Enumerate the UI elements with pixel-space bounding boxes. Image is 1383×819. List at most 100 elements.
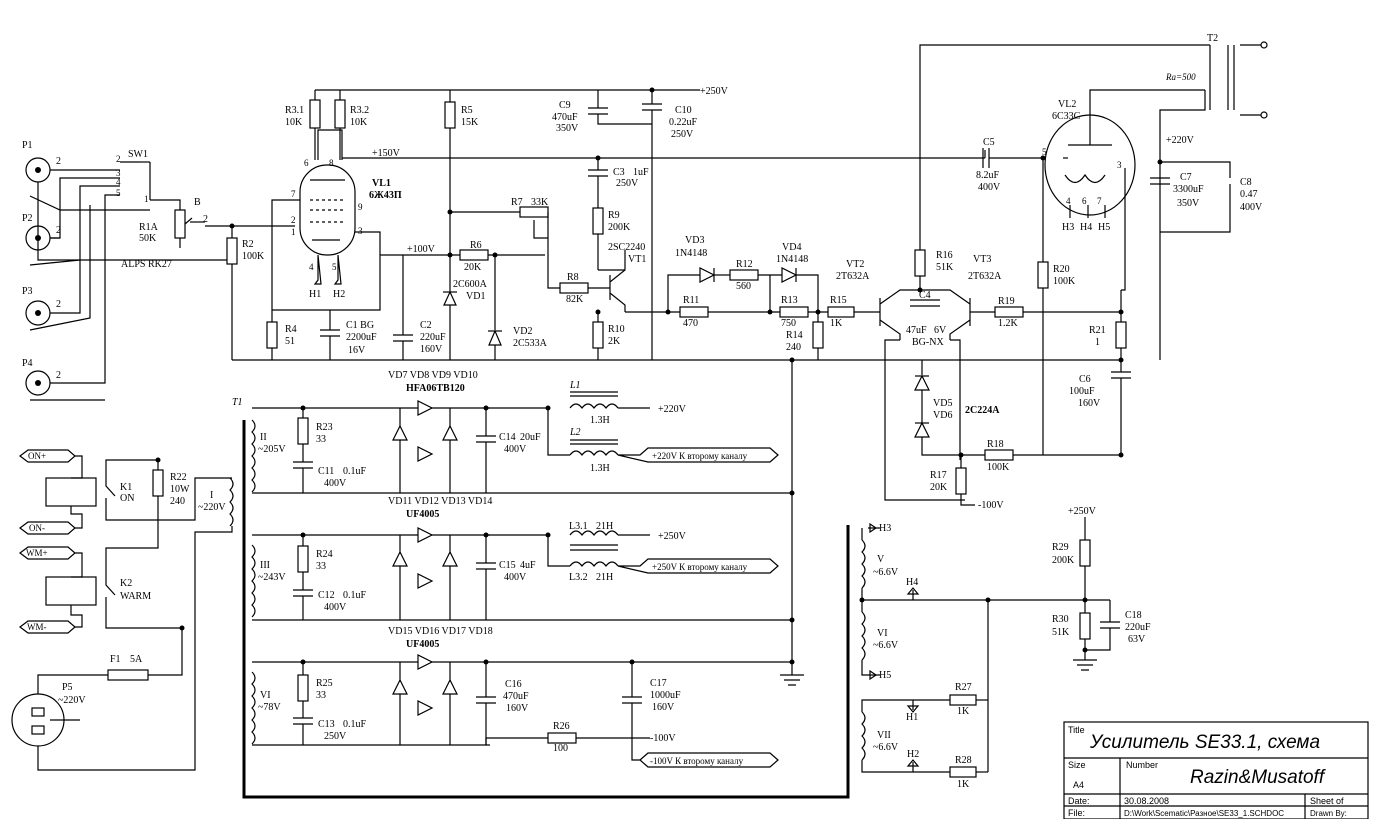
svg-text:100: 100	[553, 743, 568, 754]
capacitor-c9: C9 470uF 350V	[552, 90, 652, 134]
svg-text:470uF: 470uF	[552, 112, 578, 123]
svg-text:2C533A: 2C533A	[513, 338, 548, 349]
svg-text:2K: 2K	[608, 336, 621, 347]
svg-text:1N4148: 1N4148	[776, 254, 808, 265]
svg-text:R15: R15	[830, 295, 847, 306]
svg-text:2SC2240: 2SC2240	[608, 242, 645, 253]
transistor-vt2: VT2 2T632A	[836, 259, 920, 340]
svg-text:ON: ON	[120, 493, 134, 504]
svg-text:200K: 200K	[608, 222, 631, 233]
capacitor-c6: C6 100uF 160V	[1069, 371, 1131, 455]
svg-text:V: V	[877, 554, 885, 565]
capacitor-c10: C10 0.22uF 250V	[642, 90, 698, 360]
svg-text:-100V: -100V	[978, 500, 1004, 511]
svg-text:Number: Number	[1126, 760, 1158, 770]
svg-text:30.08.2008: 30.08.2008	[1124, 796, 1169, 806]
svg-text:6Ж43П: 6Ж43П	[369, 190, 402, 201]
svg-text:0.1uF: 0.1uF	[343, 466, 367, 477]
winding-primary: I ~220V	[198, 477, 234, 527]
svg-text:III: III	[260, 560, 270, 571]
svg-text:1: 1	[144, 194, 149, 204]
svg-text:H5: H5	[879, 670, 891, 681]
svg-text:C14: C14	[499, 432, 516, 443]
ground-symbol-psu	[780, 674, 804, 686]
svg-text:R18: R18	[987, 439, 1004, 450]
svg-text:6: 6	[304, 158, 309, 168]
svg-text:400V: 400V	[1240, 202, 1263, 213]
resistor-r19: R19 1.2K	[970, 296, 1120, 329]
svg-text:VL1: VL1	[372, 178, 391, 189]
svg-text:20uF: 20uF	[520, 432, 541, 443]
control-relays: ON+ ON- WM+ WM- K1 ON K2 WARM R22 10W 24…	[19, 449, 233, 771]
svg-text:R1A: R1A	[139, 222, 159, 233]
svg-text:4: 4	[1066, 196, 1071, 206]
svg-text:VD3: VD3	[685, 235, 704, 246]
svg-text:R3.2: R3.2	[350, 105, 369, 116]
svg-text:100K: 100K	[987, 462, 1010, 473]
svg-text:C5: C5	[983, 137, 995, 148]
svg-text:P1: P1	[22, 140, 33, 151]
svg-text:7: 7	[291, 189, 296, 199]
svg-text:R25: R25	[316, 678, 333, 689]
capacitor-c7: C7 3300uF 350V	[1150, 161, 1231, 233]
tube-vl2: VL2 6C33C 5 3 4 6 7 H3 H4 H5	[1042, 89, 1205, 291]
svg-text:240: 240	[170, 496, 185, 507]
svg-text:47uF: 47uF	[906, 325, 927, 336]
svg-text:VL2: VL2	[1058, 99, 1076, 110]
svg-text:R19: R19	[998, 296, 1015, 307]
svg-text:F1: F1	[110, 654, 121, 665]
svg-text:+150V: +150V	[372, 148, 401, 159]
svg-text:220uF: 220uF	[420, 332, 446, 343]
svg-text:2C224A: 2C224A	[965, 405, 1000, 416]
svg-text:ON+: ON+	[28, 451, 46, 461]
svg-text:1N4148: 1N4148	[675, 248, 707, 259]
svg-text:C10: C10	[675, 105, 692, 116]
svg-text:Усилитель SE33.1, схема: Усилитель SE33.1, схема	[1089, 732, 1320, 753]
svg-text:R2: R2	[242, 239, 254, 250]
resistor-r27: R27 1K	[949, 682, 988, 717]
svg-text:VI: VI	[260, 690, 271, 701]
resistor-r3-2: R3.2 10K	[334, 90, 369, 160]
svg-text:H1: H1	[906, 712, 918, 723]
svg-text:100uF: 100uF	[1069, 386, 1095, 397]
svg-text:51K: 51K	[936, 262, 954, 273]
fuse-f1: F1 5A	[37, 654, 149, 702]
svg-text:WARM: WARM	[120, 591, 151, 602]
svg-text:2: 2	[291, 215, 296, 225]
transistor-vt3: VT3 2T632A	[920, 254, 1002, 340]
svg-text:VI: VI	[877, 628, 888, 639]
jack-p4: P4 2	[22, 358, 61, 396]
svg-text:C18: C18	[1125, 610, 1142, 621]
svg-text:2T632A: 2T632A	[836, 271, 870, 282]
svg-text:10W: 10W	[170, 484, 190, 495]
svg-text:Razin&Musatoff: Razin&Musatoff	[1190, 767, 1326, 788]
svg-text:R3.1: R3.1	[285, 105, 304, 116]
svg-text:C2: C2	[420, 320, 432, 331]
capacitor-c4: C4 47uF 6V BG-NX	[906, 290, 947, 348]
svg-text:C13: C13	[318, 719, 335, 730]
svg-text:R7: R7	[511, 197, 523, 208]
svg-text:+100V: +100V	[407, 244, 436, 255]
resistor-r13: R13 750	[779, 295, 828, 329]
svg-text:VD1: VD1	[466, 291, 485, 302]
svg-text:~6.6V: ~6.6V	[873, 640, 899, 651]
svg-text:Sheet of: Sheet of	[1310, 796, 1344, 806]
resistor-r4: R4 51	[266, 310, 297, 360]
resistor-r5: R5 15K	[444, 90, 479, 360]
resistor-r6: R6 20K	[459, 240, 545, 273]
psu-section-ii: II ~205V R23 33 C11 400V 0.1uF VD7 VD8 V…	[251, 370, 779, 494]
tube-vl1: VL1 6Ж43П 7 2 1 9 3 4 5 6 8 H1 H2	[271, 129, 985, 311]
svg-text:H3: H3	[879, 523, 891, 534]
svg-text:R20: R20	[1053, 264, 1070, 275]
svg-text:R12: R12	[736, 259, 753, 270]
svg-text:T2: T2	[1207, 33, 1218, 44]
svg-text:2: 2	[203, 214, 208, 225]
svg-text:~243V: ~243V	[258, 572, 286, 583]
svg-text:BG-NX: BG-NX	[912, 337, 944, 348]
svg-text:R24: R24	[316, 549, 333, 560]
input-jacks: P1 2 P2 2 P3 2 P4 2	[22, 140, 232, 401]
svg-text:1.3H: 1.3H	[590, 415, 610, 426]
svg-text:R16: R16	[936, 250, 953, 261]
svg-text:3: 3	[1117, 160, 1122, 170]
resistor-r15: R15 1K	[827, 295, 880, 329]
